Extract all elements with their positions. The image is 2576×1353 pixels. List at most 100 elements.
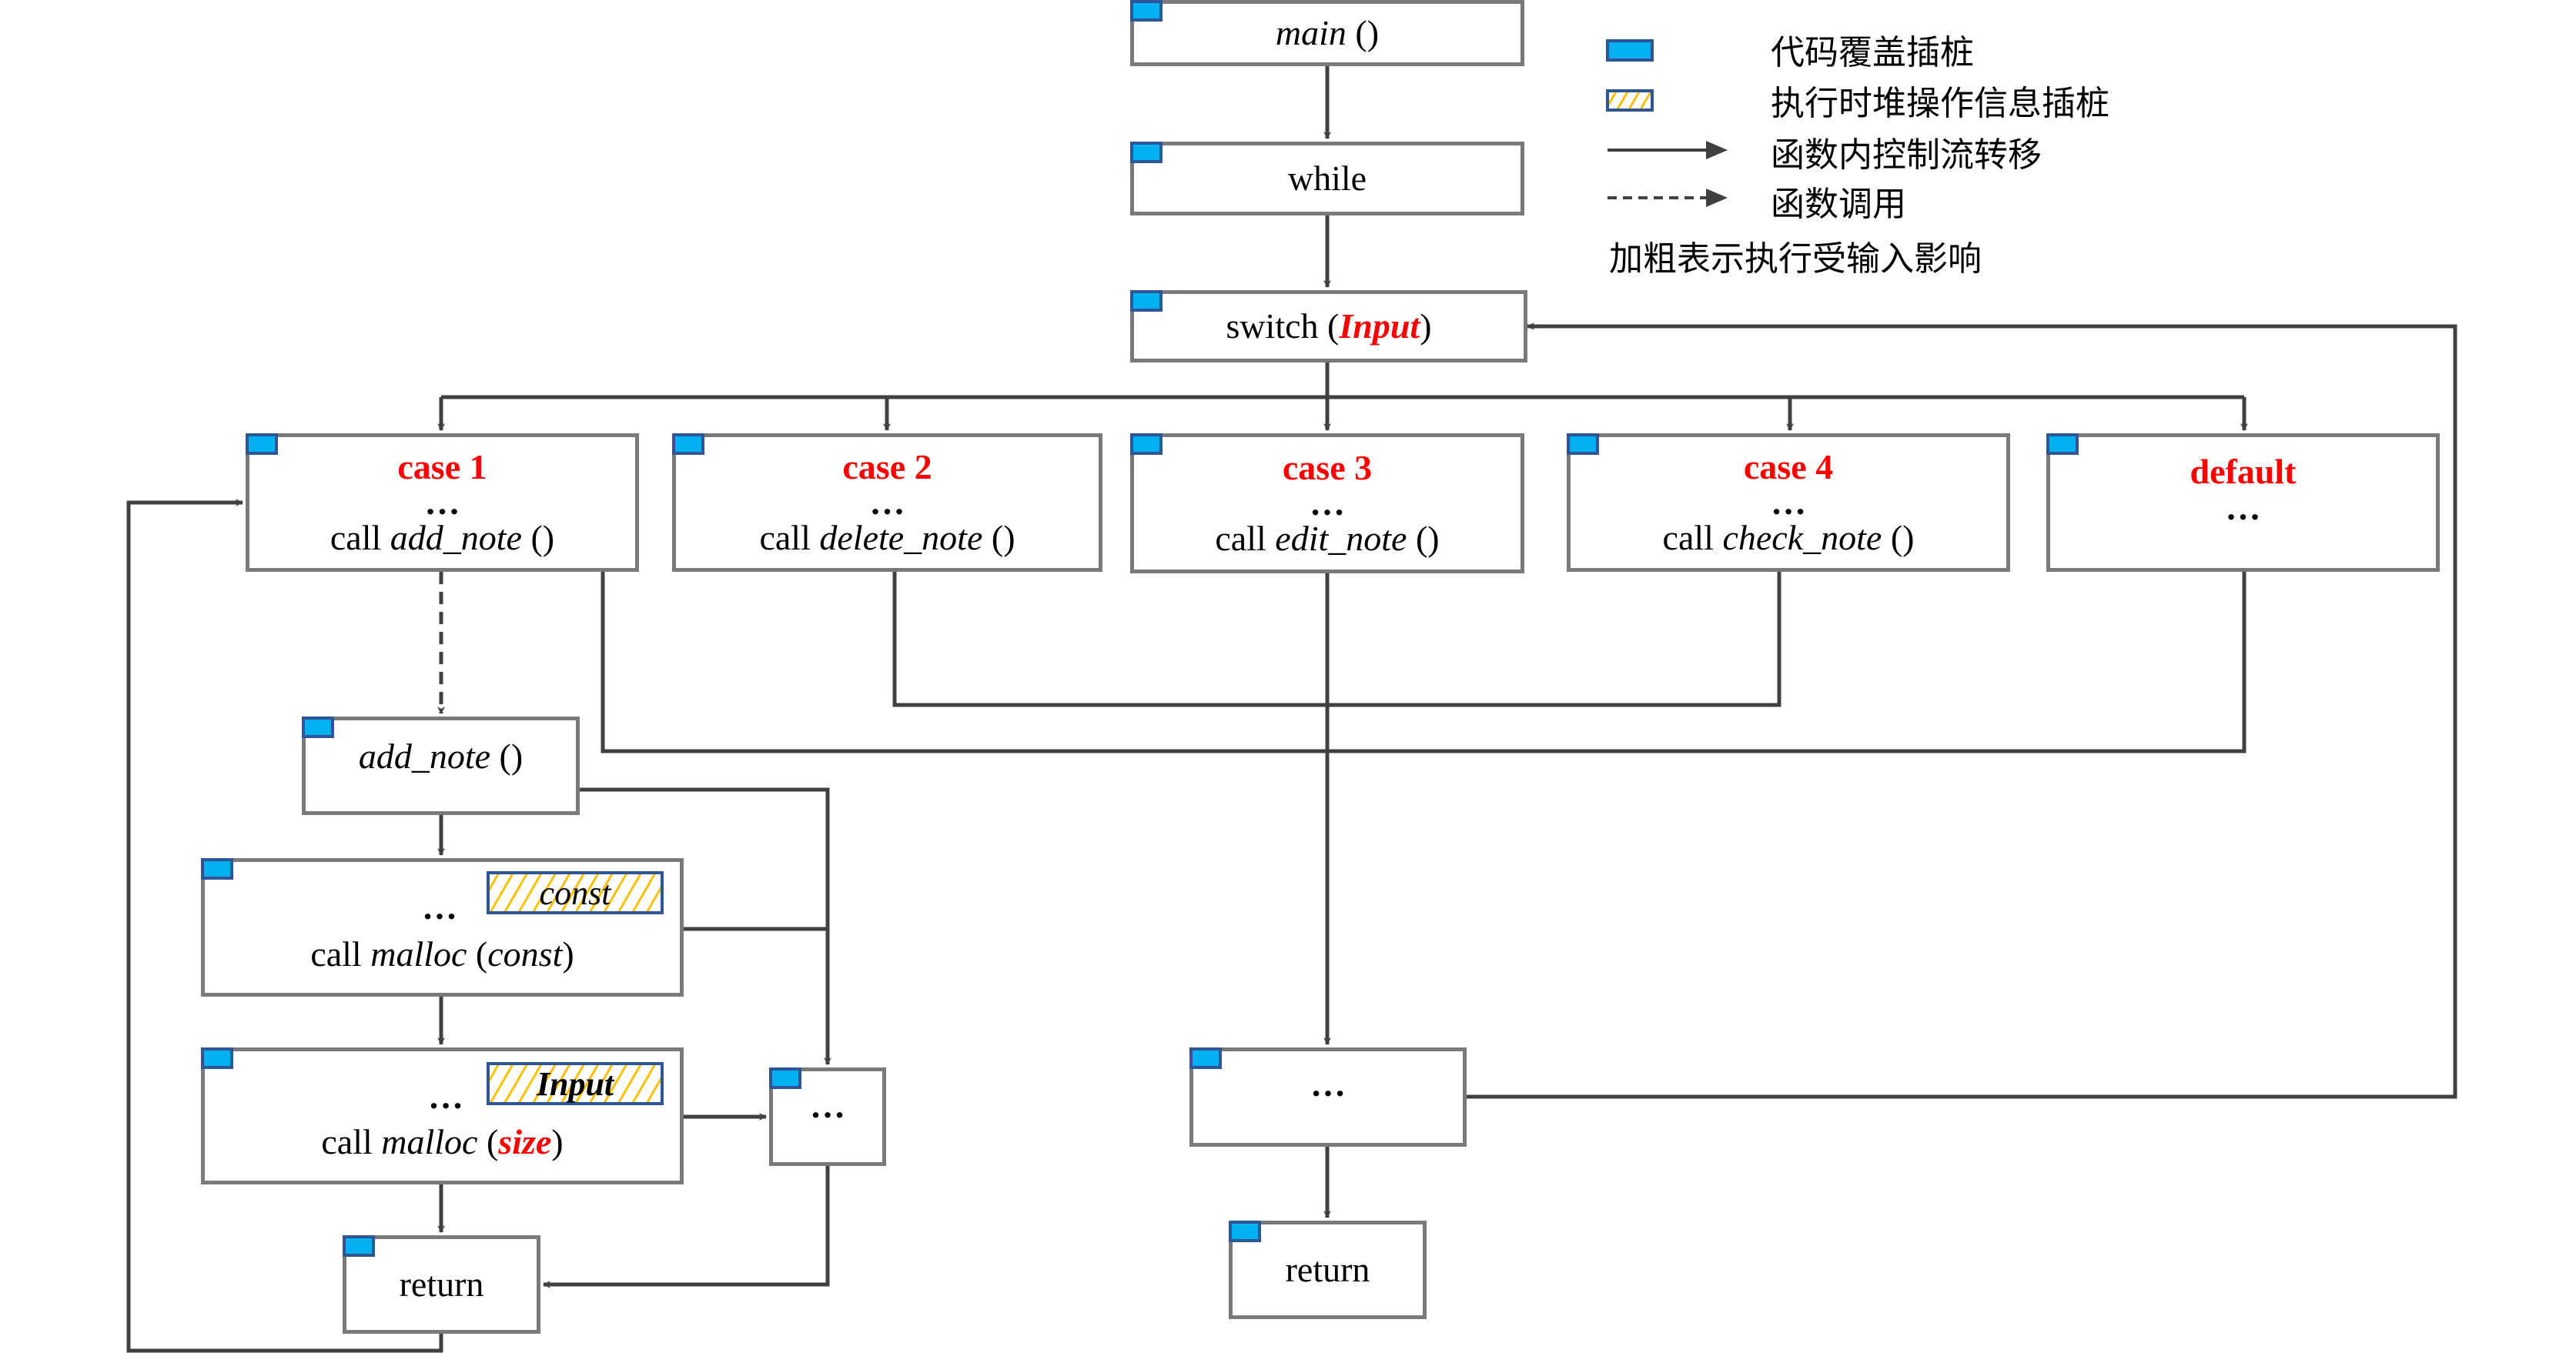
legend-bold-note: 加粗表示执行受输入影响 (1609, 239, 1982, 279)
ellipsis: … (869, 483, 905, 523)
case-label: case 1 (397, 446, 487, 486)
call-keyword: call (321, 1122, 382, 1162)
node-case2: case 2 … call delete_note () (672, 433, 1102, 572)
coverage-tag-icon (201, 858, 233, 880)
heap-op-swatch-icon (1606, 89, 1654, 112)
legend-call: 函数调用 (1771, 185, 1906, 224)
fn-name: add_note (358, 737, 491, 776)
coverage-swatch-icon (1606, 39, 1654, 62)
case-call: call delete_note () (759, 517, 1015, 558)
malloc-call: call malloc (size) (321, 1123, 563, 1162)
node-malloc-const: … const call malloc (const) (201, 858, 684, 997)
edge-case1-default-merge (601, 572, 2246, 753)
fn-name: malloc (370, 934, 467, 974)
fn-name: main (1275, 12, 1347, 52)
node-add-note-label: add_note () (359, 737, 523, 777)
ellipsis: … (428, 1077, 463, 1116)
legend-control-flow: 函数内控制流转移 (1771, 135, 2042, 175)
coverage-tag-icon (769, 1067, 801, 1089)
fn-name: malloc (381, 1122, 478, 1162)
coverage-tag-icon (343, 1235, 375, 1257)
heap-op-tag: Input (487, 1062, 664, 1105)
heap-op-tag: const (487, 871, 664, 914)
arg: size (498, 1122, 552, 1162)
call-keyword: call (310, 934, 371, 974)
node-switch: switch (Input) (1130, 290, 1527, 362)
coverage-tag-icon (1130, 142, 1163, 163)
case-label: default (2190, 452, 2297, 491)
parens: () (521, 517, 555, 557)
call-keyword: call (330, 517, 390, 557)
node-malloc-size: … Input call malloc (size) (201, 1047, 684, 1184)
node-inner-dots: … (769, 1067, 886, 1166)
node-main-label: main () (1275, 12, 1380, 53)
node-while: while (1130, 142, 1524, 215)
coverage-tag-icon (672, 433, 704, 455)
case-label: case 3 (1282, 447, 1373, 487)
switch-prefix: switch ( (1226, 306, 1340, 346)
malloc-call: call malloc (const) (310, 935, 574, 974)
call-keyword: call (759, 517, 820, 557)
case-label: case 4 (1743, 446, 1834, 486)
coverage-tag-icon (1567, 433, 1599, 455)
edge-case2-case4-merge (892, 572, 1781, 707)
parens: () (490, 737, 524, 776)
ellipsis: … (424, 483, 460, 523)
legend-coverage: 代码覆盖插桩 (1771, 33, 1974, 72)
node-return-left: return (343, 1235, 540, 1334)
dashed-arrow-icon (1607, 189, 1728, 207)
call-keyword: call (1662, 517, 1723, 557)
coverage-tag-icon (1189, 1047, 1222, 1069)
node-switch-label: switch (Input) (1226, 306, 1432, 346)
coverage-tag-icon (302, 717, 334, 738)
coverage-tag-icon (1130, 290, 1163, 312)
node-default: default … (2046, 433, 2440, 572)
switch-suffix: ) (1420, 306, 1432, 346)
parens: () (1407, 518, 1440, 558)
legend-heap-op: 执行时堆操作信息插桩 (1771, 84, 2109, 123)
edge-return-loop-back (126, 499, 443, 1353)
paren-open: ( (467, 934, 488, 974)
paren-open: ( (477, 1122, 499, 1162)
case-call: call check_note () (1662, 517, 1915, 558)
arg: const (487, 934, 563, 974)
case-label: case 2 (842, 446, 932, 486)
node-main-dots: … (1189, 1047, 1467, 1147)
return-label: return (1285, 1249, 1370, 1289)
case-call: call add_note () (330, 517, 555, 558)
coverage-tag-icon (1229, 1221, 1261, 1242)
parens: () (1882, 517, 1915, 557)
ellipsis: … (1310, 483, 1345, 523)
ellipsis: … (810, 1086, 845, 1125)
node-add-note: add_note () (302, 717, 580, 815)
coverage-tag-icon (1130, 433, 1163, 455)
parens: () (1346, 12, 1380, 52)
edge-inner-return (543, 1166, 830, 1288)
coverage-tag-icon (246, 433, 278, 455)
fn-name: edit_note (1275, 518, 1407, 558)
node-while-label: while (1287, 158, 1367, 198)
switch-input: Input (1339, 306, 1420, 346)
node-main: main () (1130, 0, 1524, 66)
solid-arrow-icon (1607, 141, 1728, 159)
paren-close: ) (551, 1122, 564, 1162)
coverage-tag-icon (2046, 433, 2079, 455)
node-return-right: return (1229, 1221, 1427, 1319)
case-call: call edit_note () (1215, 519, 1439, 559)
node-case3: case 3 … call edit_note () (1130, 433, 1524, 573)
fn-name: add_note (390, 517, 522, 557)
fn-name: delete_note (819, 517, 983, 557)
ellipsis: … (1310, 1064, 1346, 1104)
edge-switch-branch (441, 362, 2244, 399)
paren-close: ) (562, 934, 574, 974)
edge-addnote-inner-dots (580, 787, 831, 1065)
return-label: return (399, 1264, 484, 1304)
coverage-tag-icon (201, 1047, 233, 1069)
parens: () (982, 517, 1015, 557)
ellipsis: … (1771, 483, 1806, 523)
node-case1: case 1 … call add_note () (246, 433, 639, 572)
fn-name: check_note (1722, 517, 1882, 557)
ellipsis: … (2225, 487, 2261, 527)
ellipsis: … (422, 887, 457, 927)
